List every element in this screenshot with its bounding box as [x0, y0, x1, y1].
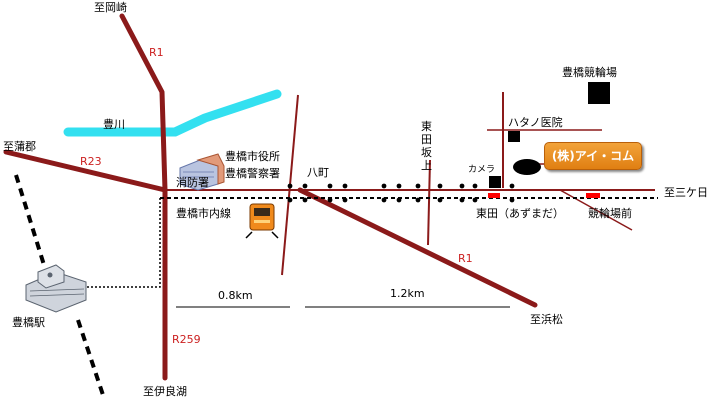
label-to-irako: 至伊良湖 — [143, 385, 187, 398]
tram-stop-azumada — [488, 193, 500, 198]
label-fire-station: 消防署 — [176, 176, 209, 189]
label-tram: 豊橋市内線 — [176, 207, 231, 220]
label-river: 豊川 — [103, 118, 125, 131]
label-police: 豊橋警察署 — [225, 167, 280, 180]
tram-stop-keirinjo — [586, 193, 600, 198]
company-location — [513, 159, 541, 175]
city-hall-building — [179, 153, 225, 191]
route-label-r259: R259 — [172, 333, 201, 346]
label-keirinjo-mae: 競輪場前 — [588, 207, 632, 220]
label-azumada: 東田（あずまだ） — [476, 207, 564, 220]
azumada-road — [427, 159, 431, 246]
label-city-hall: 豊橋市役所 — [225, 150, 280, 163]
label-camera: カメラ — [468, 165, 496, 175]
company-badge: (株)アイ・コム — [544, 142, 642, 170]
label-hospital: ハタノ医院 — [508, 116, 563, 129]
label-to-gamagori: 至蒲郡 — [3, 140, 36, 153]
r1-southeast-road — [297, 187, 538, 308]
r1-north-road — [119, 13, 168, 193]
railway-north — [14, 174, 46, 266]
railway-south — [76, 319, 106, 399]
route-label-r1-north: R1 — [149, 46, 164, 59]
route-label-r23: R23 — [80, 155, 102, 168]
station-connector — [85, 198, 161, 288]
label-hachicho: 八町 — [307, 166, 329, 179]
keirinjo-street — [559, 189, 633, 231]
label-to-hamamatsu: 至浜松 — [530, 313, 563, 326]
label-distance-2: 1.2km — [390, 287, 425, 300]
hospital-building — [508, 131, 520, 142]
camera-shop — [489, 176, 501, 188]
keirinjo-building — [588, 82, 610, 104]
toyokawa-river — [63, 89, 282, 137]
route-label-r1-south: R1 — [458, 252, 473, 265]
tram-car — [245, 203, 279, 239]
signal-dots — [287, 183, 515, 203]
station-building — [25, 264, 87, 313]
label-distance-1: 0.8km — [218, 289, 253, 302]
label-station: 豊橋駅 — [12, 316, 45, 329]
label-to-okazaki: 至岡崎 — [94, 1, 127, 14]
label-keirinjo: 豊橋競輪場 — [562, 66, 617, 79]
label-azumada-upper: 東田坂上 — [421, 120, 432, 172]
r23-road — [3, 149, 168, 193]
label-to-mikkabi: 至三ケ日 — [664, 186, 708, 199]
